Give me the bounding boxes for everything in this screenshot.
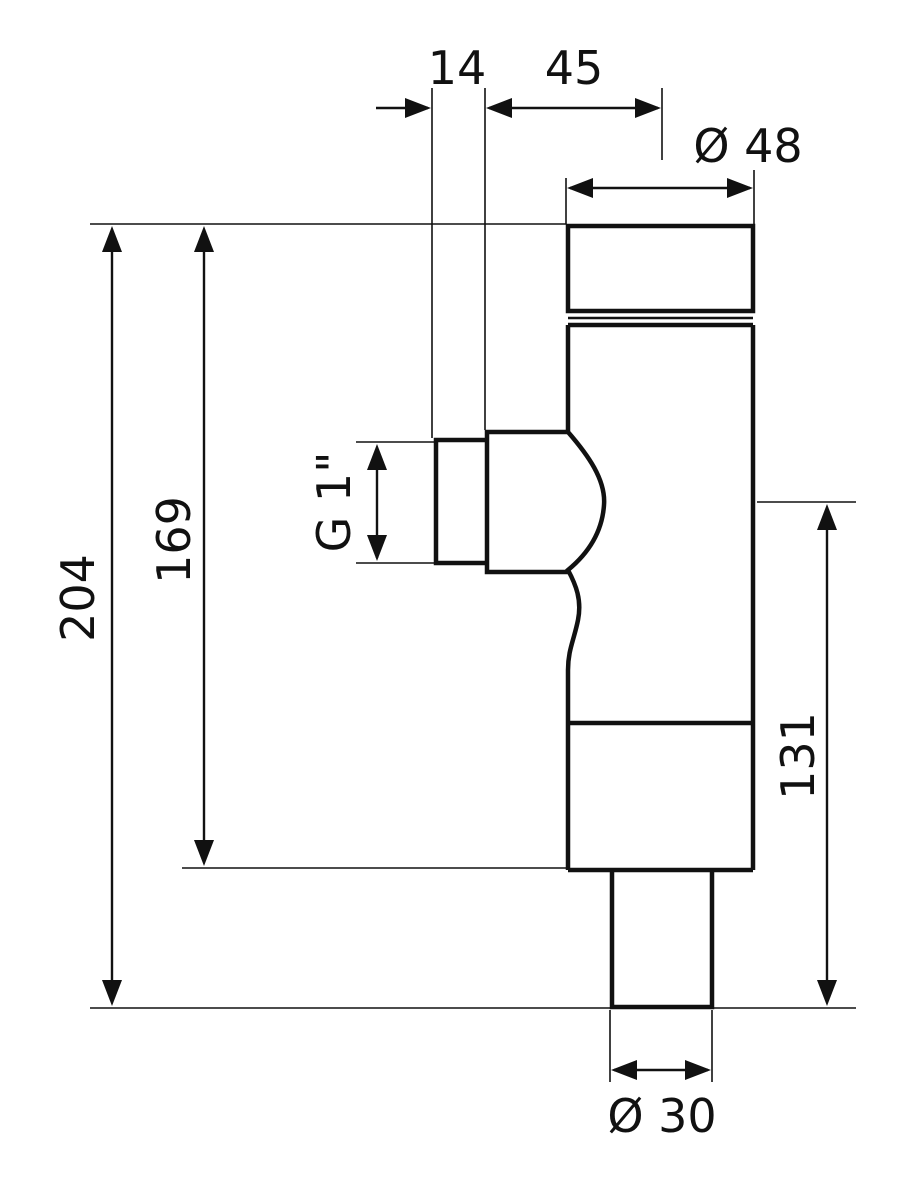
label-204: 204 [51, 554, 105, 642]
cylinder-left-side [565, 325, 607, 870]
inlet-thread [433, 437, 487, 566]
arrow-45-right [635, 98, 661, 118]
label-g1: G 1" [307, 452, 361, 553]
arrow-131-bottom [817, 980, 837, 1006]
dimension-labels: 14 45 Ø 48 204 169 G 1" 131 Ø 30 [51, 41, 825, 1143]
label-45: 45 [545, 41, 604, 95]
outlet-pipe [609, 872, 715, 1010]
label-dia48: Ø 48 [693, 119, 802, 173]
arrow-204-bottom [102, 980, 122, 1006]
arrow-30-right [685, 1060, 711, 1080]
arrow-204-top [102, 226, 122, 252]
arrow-14-right [486, 98, 512, 118]
valve-body [433, 223, 756, 1010]
arrow-14-left [405, 98, 431, 118]
label-dia30: Ø 30 [607, 1089, 716, 1143]
arrow-169-top [194, 226, 214, 252]
arrow-48-left [567, 178, 593, 198]
arrow-30-left [611, 1060, 637, 1080]
arrow-g1-top [367, 444, 387, 470]
label-169: 169 [147, 496, 201, 584]
inlet-nut [484, 429, 568, 575]
arrow-g1-bottom [367, 535, 387, 561]
arrow-48-right [727, 178, 753, 198]
arrow-169-bottom [194, 840, 214, 866]
dimension-lines [90, 88, 856, 1082]
label-14: 14 [428, 41, 487, 95]
top-cap [565, 223, 756, 314]
arrow-131-top [817, 504, 837, 530]
label-131: 131 [771, 712, 825, 800]
